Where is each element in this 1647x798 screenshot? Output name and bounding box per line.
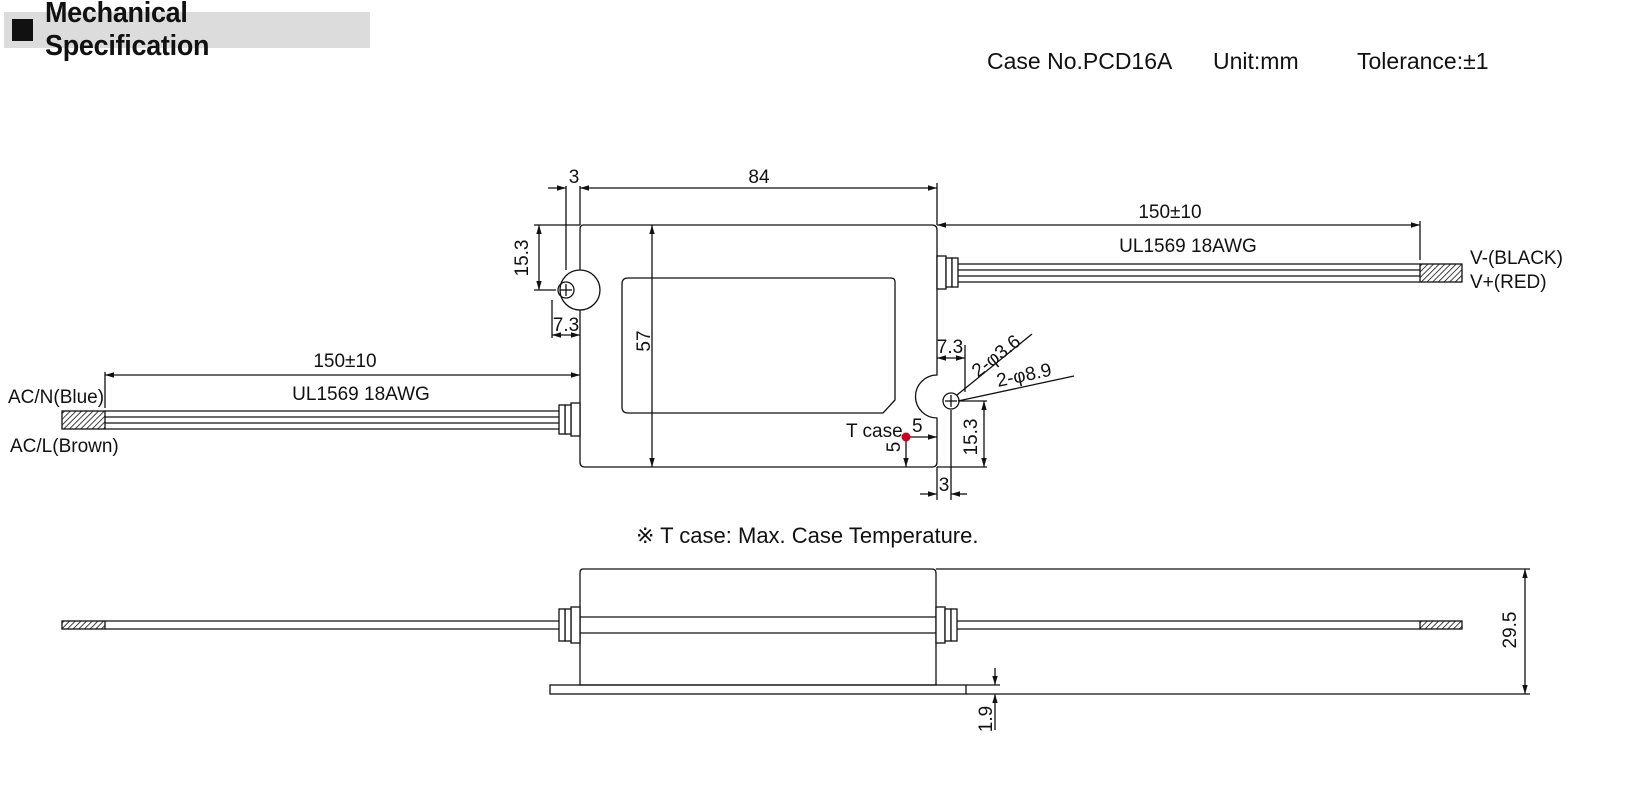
unit-label: Unit:mm [1213, 48, 1299, 74]
case-number: Case No.PCD16A [987, 48, 1173, 74]
output-wire-pos: V+(RED) [1470, 272, 1547, 293]
dim-tab-width: 3 [569, 167, 580, 188]
case-outline-top [579, 224, 938, 468]
dim-width: 57 [634, 330, 655, 351]
tcase-label: T case [846, 421, 903, 442]
dim-length: 84 [748, 167, 770, 188]
tcase-x: 5 [912, 416, 923, 437]
section-title: Mechanical Specification [45, 0, 210, 62]
tcase-note: ※ T case: Max. Case Temperature. [636, 523, 978, 548]
output-cable-type: UL1569 18AWG [1119, 236, 1257, 257]
square-bullet-icon [12, 19, 34, 41]
case-outline-side [579, 568, 937, 686]
input-cable-type: UL1569 18AWG [292, 384, 430, 405]
output-wire-neg: V-(BLACK) [1470, 248, 1563, 269]
dim-hole-left: 7.3 [553, 315, 579, 336]
input-wire-n: AC/N(Blue) [8, 387, 104, 408]
tcase-y: 5 [884, 442, 905, 453]
input-cable-length: 150±10 [313, 351, 376, 372]
tcase-marker-dot [901, 432, 911, 442]
dim-tab-width-right: 3 [939, 475, 950, 496]
tolerance-label: Tolerance:±1 [1357, 48, 1489, 74]
dim-tab-offset-right: 15.3 [961, 419, 982, 456]
label-recess [621, 277, 896, 414]
top-view [61, 183, 1463, 500]
section-title-bar: Mechanical Specification [4, 0, 370, 62]
side-view [61, 568, 1530, 730]
dim-hole-right: 7.3 [937, 337, 963, 358]
side-dim-height: 29.5 [1500, 612, 1521, 649]
output-cable-length: 150±10 [1138, 202, 1201, 223]
input-wire-l: AC/L(Brown) [10, 436, 119, 457]
dim-tab-offset-left: 15.3 [512, 240, 533, 277]
side-dim-flange: 1.9 [976, 706, 997, 732]
